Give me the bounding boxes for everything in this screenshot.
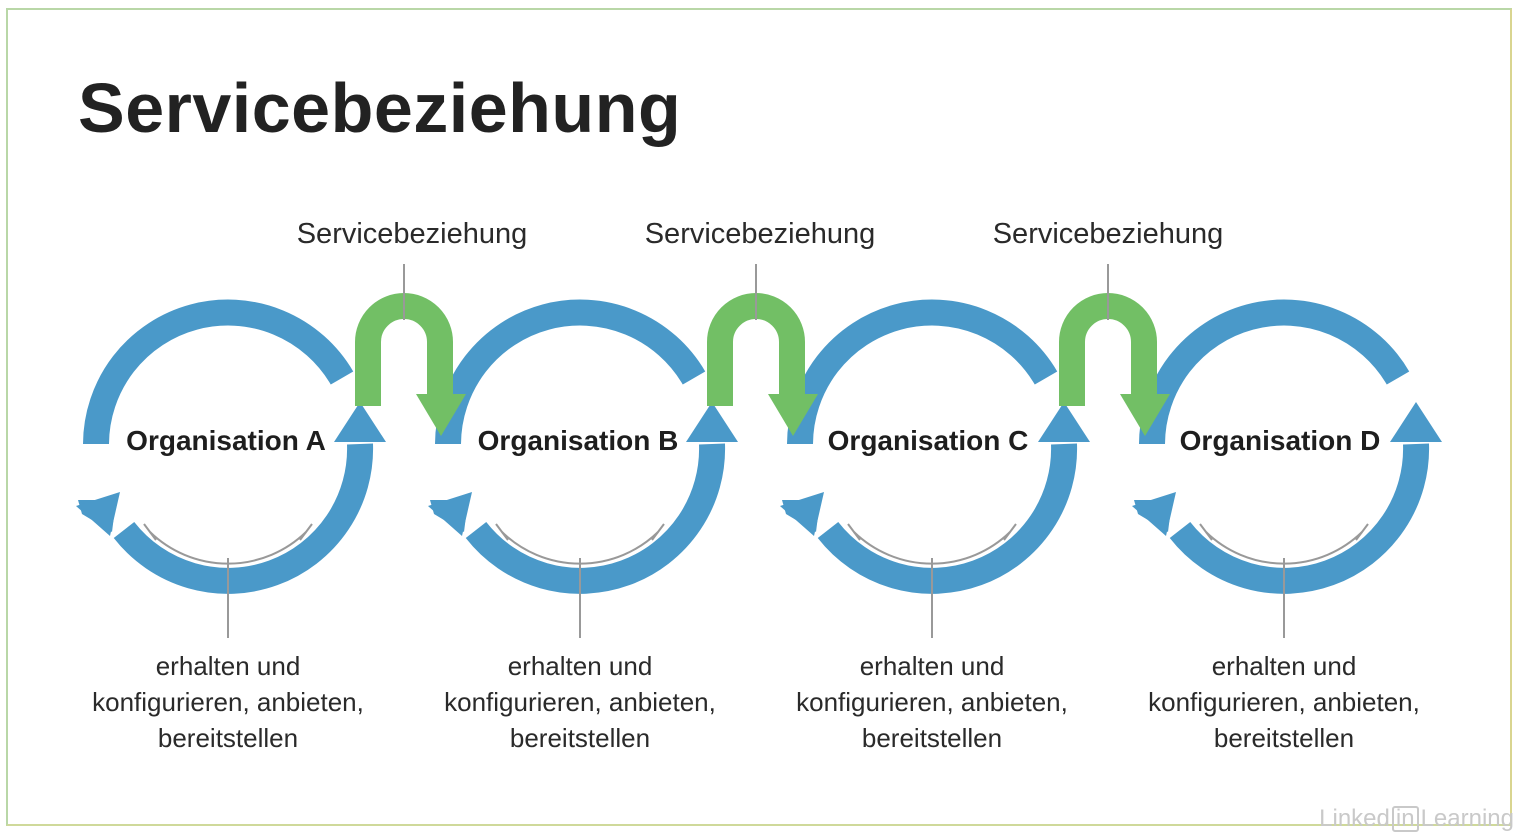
organisation-a-label: Organisation A <box>126 425 326 456</box>
relation-arrow-bc <box>720 306 818 436</box>
relation-arrow-cd <box>1072 306 1170 436</box>
page-title: Servicebeziehung <box>78 69 682 147</box>
organisation-d-label: Organisation D <box>1179 425 1381 456</box>
slide-frame <box>6 8 1512 826</box>
relation-arrow-ab <box>368 306 466 436</box>
relation-label: Servicebeziehung <box>296 218 528 250</box>
organisation-c-label: Organisation C <box>827 425 1029 456</box>
organisation-b-label: Organisation B <box>477 425 679 456</box>
organisation-b-description: erhalten und konfigurieren, anbieten, be… <box>444 651 716 753</box>
relation-label: Servicebeziehung <box>992 218 1224 250</box>
relation-label: Servicebeziehung <box>644 218 876 250</box>
organisation-d-description: erhalten und konfigurieren, anbieten, be… <box>1148 651 1420 753</box>
organisation-c-description: erhalten und konfigurieren, anbieten, be… <box>796 651 1068 753</box>
organisation-a-description: erhalten und konfigurieren, anbieten, be… <box>92 651 364 753</box>
